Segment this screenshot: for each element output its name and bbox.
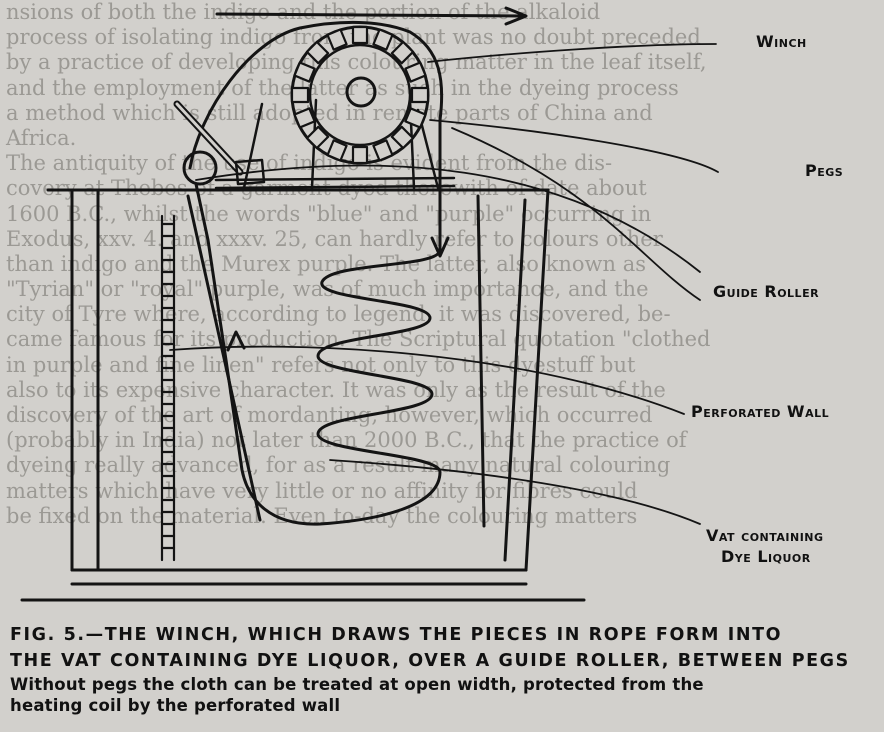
winch-slat bbox=[404, 61, 427, 83]
winch-slat bbox=[390, 40, 415, 65]
winch-slat bbox=[351, 25, 369, 45]
label-winch: Winch bbox=[756, 32, 807, 51]
perforated-wall bbox=[160, 214, 176, 562]
winch-slat bbox=[305, 125, 330, 150]
winch-slat bbox=[293, 61, 316, 83]
label-vat-line2: Dye Liquor bbox=[721, 547, 811, 566]
background-text-line: dyeing really advanced, for as a result … bbox=[6, 453, 671, 478]
winch-slat bbox=[326, 28, 348, 51]
winch-slat bbox=[326, 139, 348, 162]
label-pegs: Pegs bbox=[805, 161, 844, 180]
winch-diagram bbox=[20, 6, 719, 602]
cloth-arrow-down bbox=[430, 236, 450, 258]
vat bbox=[20, 188, 586, 602]
caption-title-line1: FIG. 5.—THE WINCH, WHICH DRAWS THE PIECE… bbox=[10, 625, 783, 645]
winch-slat bbox=[410, 86, 430, 104]
winch-slat bbox=[293, 107, 316, 129]
background-text-line: nsions of both the indigo and the portio… bbox=[6, 0, 601, 24]
background-text-line: Africa. bbox=[6, 125, 77, 150]
caption-title-line2: THE VAT CONTAINING DYE LIQUOR, OVER A GU… bbox=[10, 651, 850, 671]
winch-slat bbox=[390, 125, 415, 150]
cloth-over-winch bbox=[188, 20, 444, 170]
background-page-text: nsions of both the indigo and the portio… bbox=[6, 0, 710, 528]
label-vat-line1: Vat containing bbox=[706, 526, 824, 545]
background-text-line: city of Tyre where, according to legend,… bbox=[6, 302, 671, 327]
inner-wall bbox=[186, 194, 486, 528]
figure-caption: FIG. 5.—THE WINCH, WHICH DRAWS THE PIECE… bbox=[10, 622, 878, 716]
cloth-in-vat bbox=[194, 118, 442, 526]
background-text-line: than indigo and the Murex purple. The la… bbox=[6, 251, 646, 276]
label-guide-roller: Guide Roller bbox=[713, 282, 820, 301]
winch-slat bbox=[372, 28, 394, 51]
background-text-line: by a practice of developing this colouri… bbox=[6, 50, 707, 75]
winch-drum bbox=[290, 25, 430, 165]
background-text-line: also to its expensive character. It was … bbox=[6, 377, 666, 402]
winch-slat bbox=[351, 145, 369, 165]
leader-lines bbox=[169, 43, 719, 525]
background-text-line: 1600 B.C., whilst the words "blue" and "… bbox=[6, 201, 652, 226]
background-text-line: Exodus, xxv. 4. and xxxv. 25, can hardly… bbox=[6, 226, 663, 251]
label-perforated-wall: Perforated Wall bbox=[691, 402, 830, 421]
cloth-arrow-up bbox=[226, 330, 246, 352]
background-text-line: in purple and fine linen" refers not onl… bbox=[6, 352, 636, 377]
caption-sub-line2: heating coil by the perforated wall bbox=[10, 696, 341, 715]
direction-arrow-top bbox=[215, 6, 528, 26]
winch-slat bbox=[305, 40, 330, 65]
winch-slat bbox=[290, 86, 310, 104]
winch-slat bbox=[404, 107, 427, 129]
winch-slat bbox=[372, 139, 394, 162]
background-text-line: and the employment of the latter as such… bbox=[6, 75, 679, 100]
background-text-line: a method which is still adopted in remot… bbox=[6, 100, 653, 125]
pegs bbox=[214, 176, 456, 190]
caption-sub-line1: Without pegs the cloth can be treated at… bbox=[10, 675, 704, 694]
guide-roller bbox=[173, 100, 266, 186]
